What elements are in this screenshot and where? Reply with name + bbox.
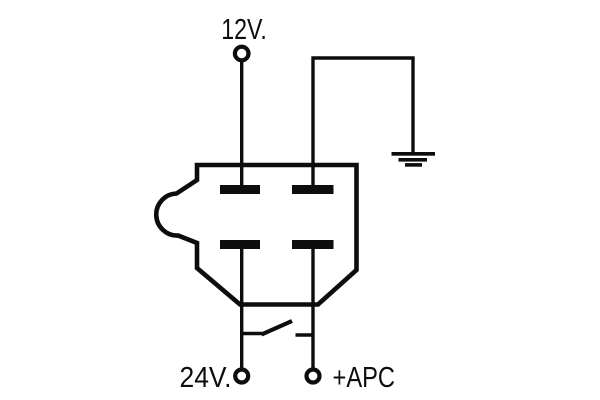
pin-bottom-right	[292, 240, 334, 249]
pin-top-left	[220, 185, 260, 194]
ground-bar-1	[391, 152, 435, 156]
terminal-12v	[232, 44, 251, 63]
switch-lever	[260, 319, 293, 337]
connector-outline	[153, 162, 359, 307]
label-apc: +APC	[333, 362, 396, 394]
ground-bar-3	[405, 163, 422, 167]
pin-bottom-left	[220, 240, 260, 249]
label-24v: 24V.	[180, 362, 232, 394]
terminal-24v	[233, 367, 251, 385]
pin-top-right	[292, 185, 334, 194]
label-12v: 12V.	[221, 14, 267, 46]
terminal-apc	[304, 367, 322, 385]
ground-bar-2	[398, 158, 427, 162]
wire-ground	[311, 56, 415, 190]
